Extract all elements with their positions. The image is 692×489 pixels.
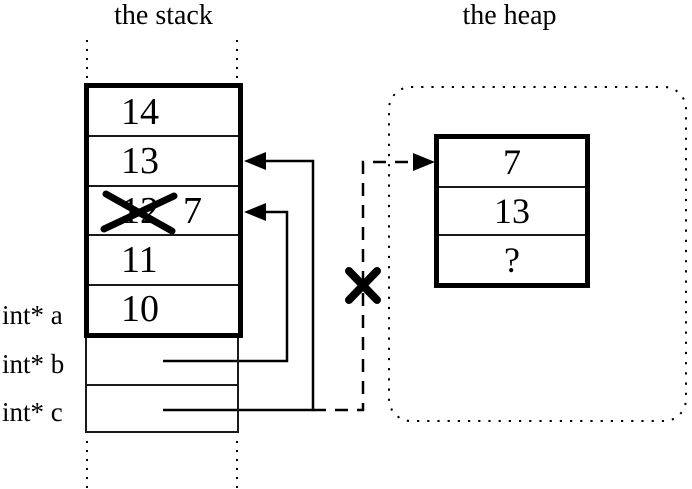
pointer-b-arrowhead-icon xyxy=(244,203,266,221)
stack-cell-old-value: 12 xyxy=(121,189,159,232)
pointer-label-c: int* c xyxy=(2,397,63,427)
pointer-slot-b xyxy=(87,338,237,386)
heap-cell-13: 13 xyxy=(439,185,585,235)
stack-cell-value: 13 xyxy=(121,140,159,183)
dangling-pointer-arrowhead-icon xyxy=(413,153,435,171)
stack-cell-10: 10 xyxy=(89,283,238,333)
heap-cell-value: ? xyxy=(504,239,520,280)
invalid-pointer-x-icon xyxy=(345,267,381,304)
stack-cell-value: 14 xyxy=(121,90,159,133)
stack-cell-new-value: 7 xyxy=(183,189,202,232)
stack-cell-value: 10 xyxy=(121,288,159,331)
stack-title: the stack xyxy=(114,0,213,31)
stack-cell-value: 11 xyxy=(121,238,158,281)
stack-cell-13: 13 xyxy=(89,135,238,184)
dangling-pointer-dashed-line xyxy=(313,160,412,412)
heap-cell-value: 13 xyxy=(494,191,530,231)
stack-pointer-slots xyxy=(85,338,239,433)
stack-cell-11: 11 xyxy=(89,234,238,283)
heap-cell-unknown: ? xyxy=(439,234,585,283)
stack-box: 14 13 12 7 11 10 xyxy=(84,83,243,338)
pointer-label-b: int* b xyxy=(2,349,65,379)
heap-title: the heap xyxy=(462,0,557,31)
stack-cell-overwritten: 12 7 xyxy=(89,184,238,234)
heap-box: 7 13 ? xyxy=(434,134,590,288)
heap-cell-value: 7 xyxy=(503,142,521,183)
pointer-label-a: int* a xyxy=(2,300,63,330)
pointer-c-arrowhead-icon xyxy=(244,152,266,170)
heap-cell-7: 7 xyxy=(439,139,585,186)
stack-cell-14: 14 xyxy=(89,88,238,135)
pointer-slot-c xyxy=(87,386,237,432)
